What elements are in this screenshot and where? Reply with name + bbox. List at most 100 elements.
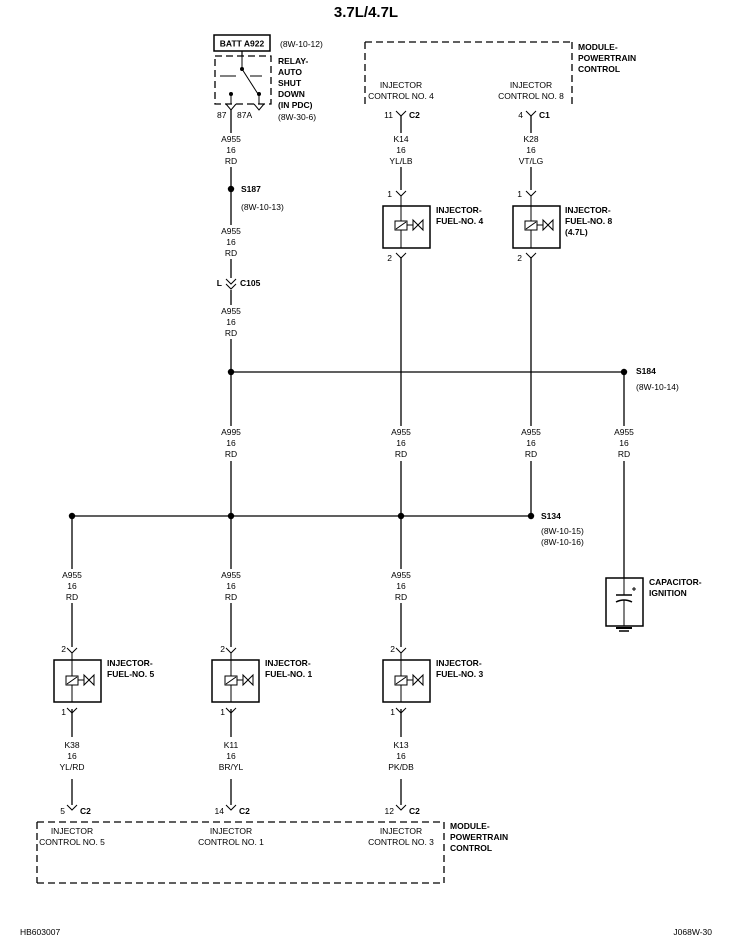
label-injectors-n1-name-0: INJECTOR- <box>265 658 311 668</box>
label-wires-a955-rd-1: 16 <box>526 438 536 448</box>
pcm-bottom-name-2: POWERTRAIN <box>450 832 508 842</box>
injector-fuel-no-3: 2 1 INJECTOR- FUEL-NO. 3 <box>382 644 483 717</box>
pcm-pin-11: 11 <box>384 110 393 120</box>
splice-s187: S187 (8W-10-13) <box>227 184 284 212</box>
label-wires-k38-0: K38 <box>64 740 79 750</box>
pcm-bottom-name-3: CONTROL <box>450 843 492 853</box>
relay-name-line-4: DOWN <box>278 89 305 99</box>
pcm-pin-4: 4 <box>518 110 523 120</box>
label-wires-a955-rd-0: A955 <box>221 570 241 580</box>
label-injectors-n8-pin-top: 1 <box>517 189 522 199</box>
injector-fuel-no-4: 1 2 INJECTOR- FUEL-NO. 4 <box>382 189 483 263</box>
label-splices-s134-name: S134 <box>541 511 561 521</box>
label-injectors-n4-pin-bot: 2 <box>387 253 392 263</box>
label-wires-a955-rd-1: 16 <box>396 438 406 448</box>
footer-left-code: HB603007 <box>20 927 60 937</box>
pcm-bottom-ctrl3-2: CONTROL NO. 3 <box>368 837 434 847</box>
label-wires-k11-0: K11 <box>224 740 239 750</box>
label-injectors-n1-name-1: FUEL-NO. 1 <box>265 669 312 679</box>
relay-name-line-2: AUTO <box>278 67 302 77</box>
batt-label: BATT A922 <box>220 39 265 49</box>
label-splices-s187-name: S187 <box>241 184 261 194</box>
label-wires-a955-rd-2: RD <box>225 248 237 258</box>
label-wires-a955-rd-1: 16 <box>67 581 77 591</box>
pcm-top-name-2: POWERTRAIN <box>578 53 636 63</box>
label-wires-a955-rd-1: 16 <box>226 317 236 327</box>
label-wires-k28-0: K28 <box>523 134 538 144</box>
label-wires-a955-rd-2: RD <box>225 328 237 338</box>
label-wires-a995-rd-1: 16 <box>226 438 236 448</box>
label-injectors-n3-pin-bot: 1 <box>390 707 395 717</box>
label-wires-a955-rd-1: 16 <box>226 237 236 247</box>
label-injectors-n3-name-0: INJECTOR- <box>436 658 482 668</box>
label-pcm-bottom-pin3-conn: C2 <box>409 806 420 816</box>
label-injectors-n8-name-2: (4.7L) <box>565 227 588 237</box>
label-wires-k13-2: PK/DB <box>388 762 414 772</box>
label-wires-a955-rd-2: RD <box>525 449 537 459</box>
label-splices-s134-ref1: (8W-10-15) <box>541 526 584 536</box>
pcm-bottom-ctrl3-1: INJECTOR <box>380 826 422 836</box>
label-wires-a955-rd-2: RD <box>66 592 78 602</box>
batt-label-box: BATT A922 <box>213 34 271 52</box>
pcm-top-ctrl4-1: INJECTOR <box>380 80 422 90</box>
label-splices-s184-name: S184 <box>636 366 656 376</box>
label-wires-k14-0: K14 <box>393 134 408 144</box>
label-pcm-bottom-pin5-num: 5 <box>60 806 65 816</box>
label-c105-pin: L <box>217 278 222 288</box>
label-pcm-bottom-pin5-conn: C2 <box>80 806 91 816</box>
pcm-pin-4-conn: C1 <box>539 110 550 120</box>
label-wires-k14-2: YL/LB <box>389 156 412 166</box>
pcm-top-ctrl4-2: CONTROL NO. 4 <box>368 91 434 101</box>
wire-labels: A955 16 RD A955 16 RD A955 16 RD K14 16 … <box>59 134 634 772</box>
pcm-bottom-ctrl5-1: INJECTOR <box>51 826 93 836</box>
label-wires-a955-rd-2: RD <box>395 449 407 459</box>
pcm-top-outline <box>364 41 573 104</box>
label-wires-k28-2: VT/LG <box>519 156 544 166</box>
label-injectors-n5-name-0: INJECTOR- <box>107 658 153 668</box>
pcm-bottom-ctrl1-1: INJECTOR <box>210 826 252 836</box>
pcm-bottom-ctrl5-2: CONTROL NO. 5 <box>39 837 105 847</box>
label-injectors-n4-name-1: FUEL-NO. 4 <box>436 216 483 226</box>
relay-name-line-1: RELAY- <box>278 56 309 66</box>
connector-c105: L C105 <box>217 278 261 290</box>
label-injectors-n3-name-1: FUEL-NO. 3 <box>436 669 483 679</box>
label-wires-a995-rd-0: A995 <box>221 427 241 437</box>
pcm-bottom-ctrl1-2: CONTROL NO. 1 <box>198 837 264 847</box>
label-injectors-n8-name-1: FUEL-NO. 8 <box>565 216 612 226</box>
label-wires-a955-rd-0: A955 <box>221 134 241 144</box>
label-c105-name: C105 <box>240 278 261 288</box>
relay-name-line-3: SHUT <box>278 78 302 88</box>
label-wires-a955-rd-0: A955 <box>614 427 634 437</box>
label-pcm-bottom-pin3-num: 12 <box>385 806 395 816</box>
label-wires-a995-rd-2: RD <box>225 449 237 459</box>
label-wires-a955-rd-0: A955 <box>391 427 411 437</box>
label-wires-a955-rd-0: A955 <box>62 570 82 580</box>
label-injectors-n1-pin-bot: 1 <box>220 707 225 717</box>
label-capacitor-name-1: IGNITION <box>649 588 687 598</box>
label-wires-k38-2: YL/RD <box>59 762 84 772</box>
label-wires-k14-1: 16 <box>396 145 406 155</box>
label-splices-s184-ref: (8W-10-14) <box>636 382 679 392</box>
label-capacitor-name-0: CAPACITOR- <box>649 577 702 587</box>
label-injectors-n5-pin-top: 2 <box>61 644 66 654</box>
label-wires-k28-1: 16 <box>526 145 536 155</box>
relay-name-line-5: (IN PDC) <box>278 100 313 110</box>
label-injectors-n1-pin-top: 2 <box>220 644 225 654</box>
injector-fuel-no-1: 2 1 INJECTOR- FUEL-NO. 1 <box>211 644 312 717</box>
pcm-top-ctrl8-1: INJECTOR <box>510 80 552 90</box>
label-pcm-bottom-pin1-conn: C2 <box>239 806 250 816</box>
label-wires-a955-rd-2: RD <box>225 592 237 602</box>
label-pcm-bottom-pin1-num: 14 <box>215 806 225 816</box>
pcm-top-ctrl8-2: CONTROL NO. 8 <box>498 91 564 101</box>
label-injectors-n4-name-0: INJECTOR- <box>436 205 482 215</box>
capacitor-ignition: CAPACITOR- IGNITION <box>605 577 702 632</box>
label-injectors-n5-pin-bot: 1 <box>61 707 66 717</box>
splice-s134: S134 (8W-10-15) (8W-10-16) <box>68 511 584 547</box>
label-wires-a955-rd-1: 16 <box>619 438 629 448</box>
injector-fuel-no-5: 2 1 INJECTOR- FUEL-NO. 5 <box>53 644 154 717</box>
pcm-top-name-3: CONTROL <box>578 64 620 74</box>
label-injectors-n8-pin-bot: 2 <box>517 253 522 263</box>
relay-ref: (8W-30-6) <box>278 112 316 122</box>
splice-s184: S184 (8W-10-14) <box>227 366 679 392</box>
label-wires-a955-rd-1: 16 <box>396 581 406 591</box>
